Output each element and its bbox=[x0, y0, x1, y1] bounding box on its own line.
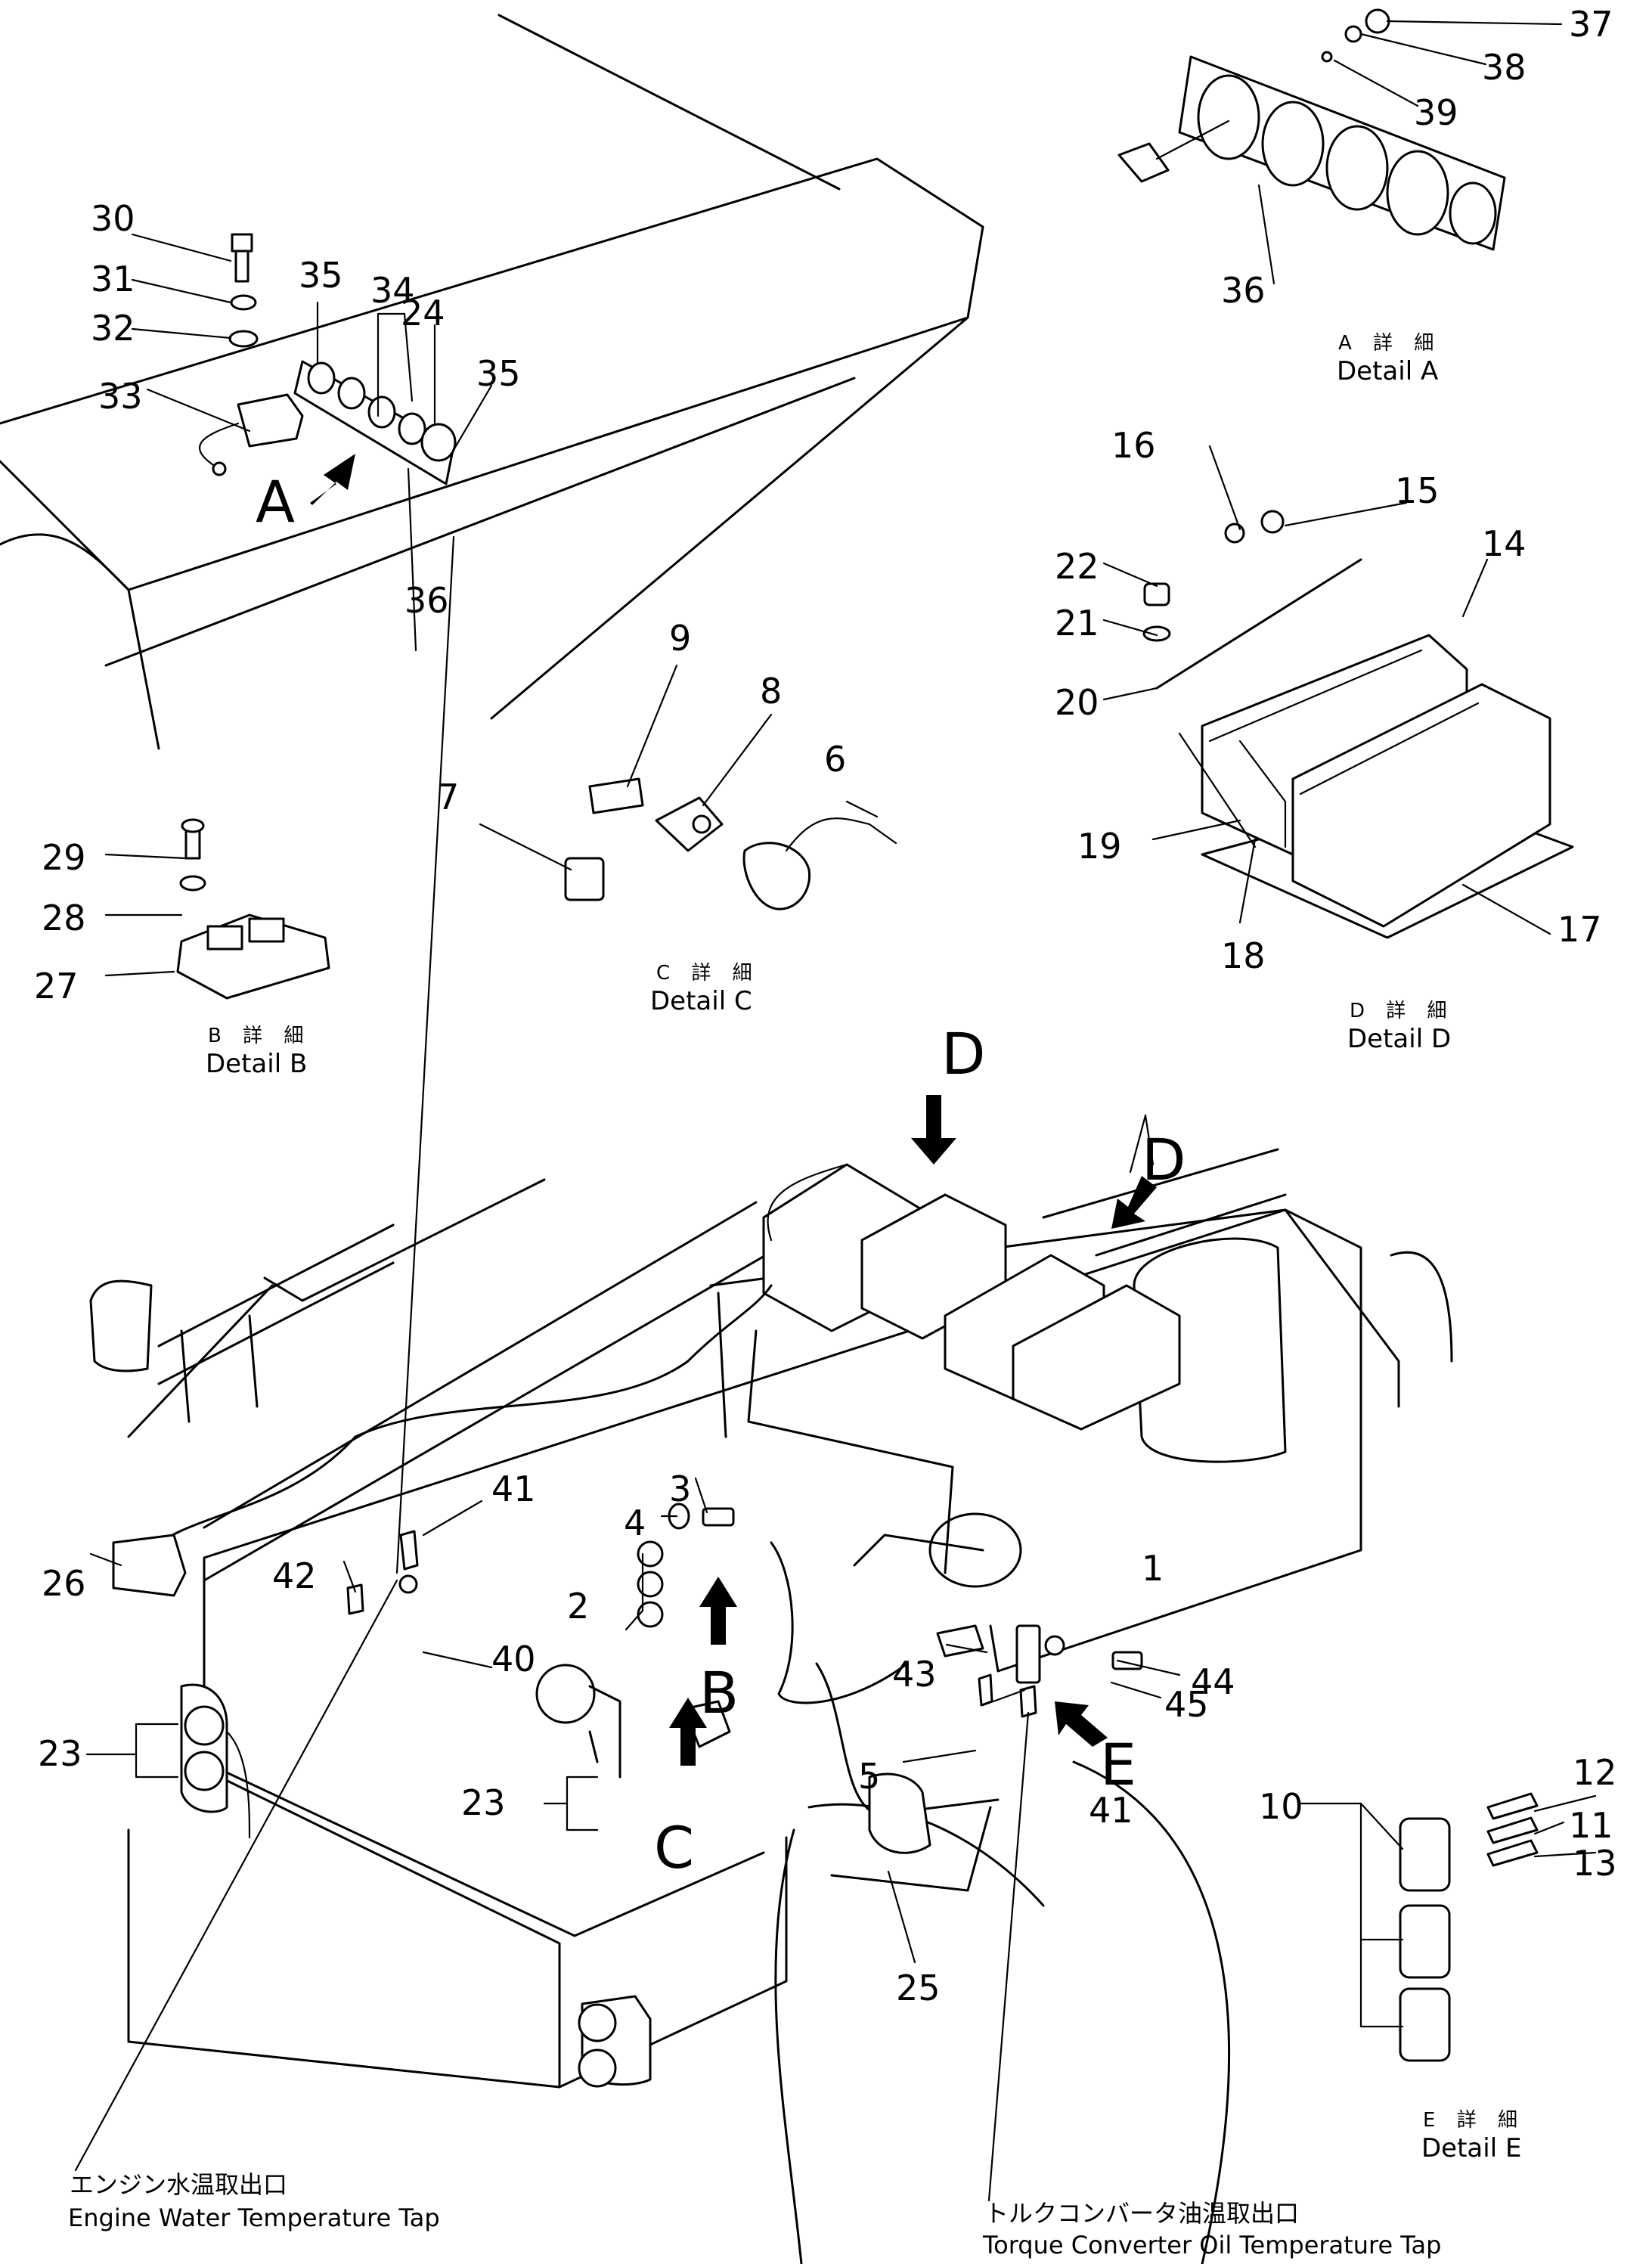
detail-b-jp: B 詳 細 bbox=[208, 1025, 311, 1047]
callout-30: 30 bbox=[91, 198, 135, 239]
panel-assembly bbox=[293, 360, 457, 485]
detail-b-clamp bbox=[176, 818, 330, 1000]
callout-35: 35 bbox=[476, 353, 521, 394]
detail-b-en: Detail B bbox=[206, 1049, 307, 1079]
tap-labels: エンジン水温取出口 Engine Water Temperature Tap ト… bbox=[68, 2170, 1441, 2259]
callout-10: 10 bbox=[1259, 1786, 1303, 1827]
callout-25: 25 bbox=[896, 1968, 941, 2008]
leader-lines bbox=[74, 20, 1597, 2202]
callout-18: 18 bbox=[1221, 935, 1266, 976]
callout-41: 41 bbox=[1089, 1790, 1133, 1831]
callout-42: 42 bbox=[272, 1555, 317, 1596]
callout-9: 9 bbox=[669, 618, 691, 659]
relay-33 bbox=[199, 393, 304, 476]
engine-water-tap-jp: エンジン水温取出口 bbox=[70, 2170, 287, 2199]
callout-5: 5 bbox=[858, 1756, 880, 1797]
view-letters: A B C D D E bbox=[256, 468, 1186, 1881]
callout-33: 33 bbox=[98, 376, 143, 417]
callout-21: 21 bbox=[1055, 603, 1099, 644]
detail-e-jp: E 詳 細 bbox=[1423, 2109, 1525, 2132]
detail-d-en: Detail D bbox=[1347, 1024, 1451, 1054]
callout-17: 17 bbox=[1557, 909, 1602, 950]
view-letter-a: A bbox=[256, 468, 295, 535]
torque-converter-tap-jp: トルクコンバータ油温取出口 bbox=[984, 2199, 1299, 2228]
view-letter-c: C bbox=[654, 1814, 694, 1881]
callout-44: 44 bbox=[1191, 1661, 1235, 1702]
torque-converter-tap-en: Torque Converter Oil Temperature Tap bbox=[982, 2231, 1441, 2259]
callout-20: 20 bbox=[1055, 682, 1099, 723]
callout-23: 23 bbox=[38, 1733, 82, 1774]
view-letter-d: D bbox=[1142, 1126, 1186, 1193]
detail-c-parts bbox=[564, 777, 897, 910]
callout-3: 3 bbox=[669, 1468, 691, 1509]
callout-7: 7 bbox=[437, 777, 459, 817]
detail-a-plate bbox=[1117, 8, 1506, 251]
callout-22: 22 bbox=[1055, 546, 1099, 587]
callout-45: 45 bbox=[1164, 1684, 1209, 1725]
callout-39: 39 bbox=[1414, 92, 1458, 133]
view-arrows bbox=[669, 1095, 1157, 1766]
callout-8: 8 bbox=[760, 671, 782, 712]
callout-37: 37 bbox=[1569, 4, 1613, 45]
callout-23: 23 bbox=[461, 1782, 506, 1823]
detail-c-jp: C 詳 細 bbox=[656, 962, 760, 985]
callout-24: 24 bbox=[401, 293, 445, 333]
callout-13: 13 bbox=[1573, 1843, 1617, 1884]
callout-12: 12 bbox=[1573, 1752, 1617, 1793]
detail-a-en: Detail A bbox=[1337, 356, 1438, 386]
callout-2: 2 bbox=[567, 1586, 589, 1627]
engine-water-tap-en: Engine Water Temperature Tap bbox=[68, 2204, 440, 2232]
callout-16: 16 bbox=[1111, 425, 1156, 466]
detail-d-batteries bbox=[1142, 510, 1574, 939]
callout-27: 27 bbox=[34, 966, 79, 1006]
callout-14: 14 bbox=[1482, 523, 1526, 564]
hood-background bbox=[0, 14, 984, 750]
callout-43: 43 bbox=[892, 1654, 937, 1695]
detail-c-en: Detail C bbox=[650, 986, 752, 1016]
callout-34: 34 bbox=[370, 270, 415, 311]
callout-41: 41 bbox=[491, 1468, 536, 1509]
callout-32: 32 bbox=[91, 308, 135, 349]
machine-main-view bbox=[89, 1148, 1453, 2264]
callout-6: 6 bbox=[824, 739, 846, 780]
callout-35: 35 bbox=[299, 255, 343, 296]
detail-e-en: Detail E bbox=[1421, 2133, 1521, 2163]
view-letter-b: B bbox=[699, 1659, 739, 1726]
detail-e-fuses bbox=[1399, 1792, 1539, 2062]
view-letter-d: D bbox=[941, 1020, 986, 1087]
callout-31: 31 bbox=[91, 259, 135, 299]
detail-captions: A 詳 細 Detail A B 詳 細 Detail B C 詳 細 Deta… bbox=[206, 332, 1525, 2163]
detail-a-jp: A 詳 細 bbox=[1338, 332, 1441, 355]
callout-26: 26 bbox=[42, 1563, 86, 1604]
callout-11: 11 bbox=[1569, 1805, 1613, 1846]
callout-38: 38 bbox=[1482, 47, 1526, 88]
view-arrow-a bbox=[310, 454, 355, 505]
bolt-30 bbox=[228, 233, 259, 348]
callout-28: 28 bbox=[42, 898, 86, 938]
callout-36: 36 bbox=[1221, 270, 1266, 311]
callout-36: 36 bbox=[404, 580, 449, 621]
callout-4: 4 bbox=[624, 1503, 646, 1543]
callout-19: 19 bbox=[1077, 826, 1122, 867]
callout-29: 29 bbox=[42, 837, 86, 878]
view-letter-e: E bbox=[1100, 1731, 1136, 1798]
callout-15: 15 bbox=[1395, 470, 1440, 511]
callout-40: 40 bbox=[491, 1639, 536, 1679]
detail-d-jp: D 詳 細 bbox=[1350, 1000, 1455, 1022]
callout-1: 1 bbox=[1142, 1548, 1164, 1589]
